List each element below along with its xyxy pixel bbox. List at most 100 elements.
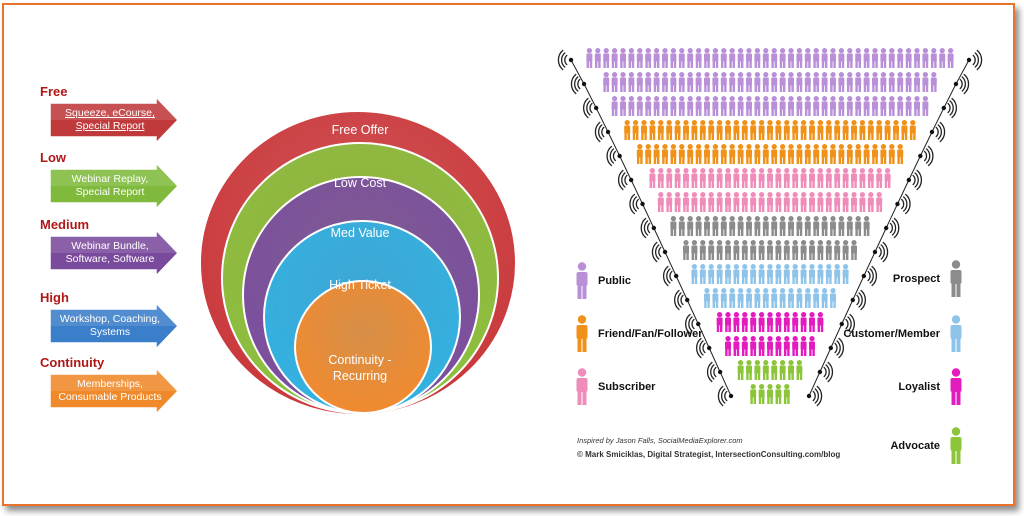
person-icon (586, 48, 593, 68)
person-icon (792, 120, 799, 140)
person-icon (888, 144, 895, 164)
person-icon (779, 48, 786, 68)
person-icon (783, 312, 790, 332)
person-icon (779, 96, 786, 116)
person-icon (620, 72, 626, 92)
person-icon (914, 48, 920, 68)
person-icon (720, 144, 727, 164)
person-icon (880, 48, 887, 68)
person-icon (897, 72, 904, 92)
person-icon (783, 264, 790, 284)
concentric-rings-diagram (199, 110, 517, 416)
person-icon (620, 96, 626, 116)
person-icon (804, 96, 811, 116)
person-icon (767, 312, 773, 332)
person-icon (762, 48, 769, 68)
ring-continuity-recurring (294, 280, 432, 414)
person-icon (733, 120, 740, 140)
person-icon (905, 48, 912, 68)
person-icon (796, 288, 803, 308)
person-icon (741, 312, 748, 332)
person-icon (725, 120, 731, 140)
person-icon (813, 72, 820, 92)
person-icon (809, 120, 815, 140)
tier-label-free: Free (40, 84, 68, 99)
person-icon (796, 96, 803, 116)
person-icon (775, 264, 782, 284)
person-icon (716, 240, 723, 260)
person-icon (914, 96, 920, 116)
person-icon (846, 72, 853, 92)
person-icon (666, 168, 673, 188)
person-icon (645, 96, 652, 116)
person-icon (838, 96, 845, 116)
person-icon (754, 288, 761, 308)
person-icon (691, 120, 698, 140)
person-icon (775, 192, 782, 212)
person-icon (813, 144, 820, 164)
person-icon (636, 48, 643, 68)
person-icon (741, 168, 748, 188)
person-icon (699, 240, 706, 260)
person-icon (746, 288, 752, 308)
person-icon (674, 192, 681, 212)
person-icon (733, 168, 740, 188)
person-icon (851, 168, 857, 188)
person-icon (825, 240, 832, 260)
person-icon (628, 48, 635, 68)
person-icon (746, 96, 752, 116)
person-icon (720, 96, 727, 116)
social-funnel-diagram (557, 48, 983, 407)
person-icon (628, 72, 635, 92)
person-icon (788, 288, 794, 308)
tier-label-low: Low (40, 150, 66, 165)
person-icon (804, 144, 811, 164)
person-icon (855, 72, 862, 92)
person-icon (653, 144, 660, 164)
person-icon (779, 288, 786, 308)
person-icon (716, 192, 723, 212)
person-icon (834, 168, 841, 188)
person-icon (846, 216, 853, 236)
legend-item-advocate: Advocate (890, 427, 963, 465)
person-icon (792, 264, 799, 284)
person-icon (792, 312, 799, 332)
person-icon (576, 262, 588, 299)
legend-label: Customer/Member (843, 328, 940, 340)
person-icon (725, 168, 731, 188)
person-icon (729, 216, 736, 236)
person-icon (771, 288, 778, 308)
person-icon (834, 240, 841, 260)
tier-label-high: High (40, 290, 69, 305)
person-icon (741, 192, 748, 212)
person-icon (704, 72, 710, 92)
person-icon (737, 72, 744, 92)
person-icon (922, 48, 929, 68)
person-icon (876, 192, 883, 212)
person-icon (750, 336, 757, 356)
ring-label: High Ticket (329, 278, 391, 292)
person-icon (762, 288, 769, 308)
person-icon (750, 240, 757, 260)
person-icon (720, 48, 727, 68)
person-icon (576, 315, 588, 352)
person-icon (729, 96, 736, 116)
person-icon (817, 312, 824, 332)
legend-item-subscriber: Subscriber (575, 368, 655, 406)
person-icon (624, 120, 631, 140)
person-icon (653, 96, 660, 116)
ring-label: Low Cost (333, 176, 387, 190)
tier-arrow-high: Workshop, Coaching, Systems (50, 303, 180, 351)
person-icon (695, 72, 702, 92)
person-icon (758, 264, 765, 284)
person-icon (670, 96, 677, 116)
person-icon (863, 216, 870, 236)
person-icon (750, 192, 757, 212)
person-icon (804, 72, 811, 92)
tier-text: Squeeze, eCourse, Special Report (65, 107, 155, 132)
person-icon (699, 192, 706, 212)
person-icon (867, 192, 874, 212)
person-icon (796, 144, 803, 164)
person-icon (905, 72, 912, 92)
person-icon (846, 144, 853, 164)
